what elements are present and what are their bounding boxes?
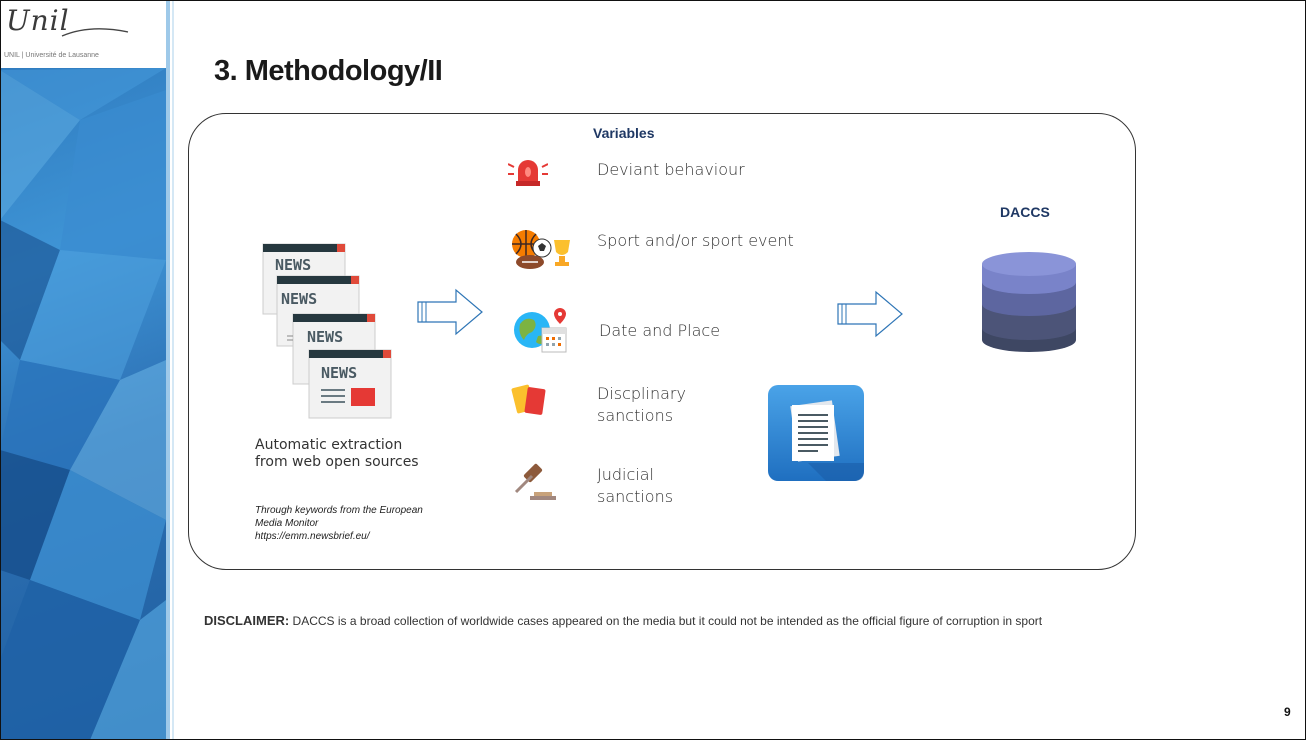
gavel-icon: [514, 463, 556, 500]
disclaimer: DISCLAIMER: DACCS is a broad collection …: [204, 611, 1144, 631]
logo-script: Unil: [6, 4, 70, 37]
documents-icon: [768, 385, 864, 481]
source-caption: Automatic extraction from web open sourc…: [255, 437, 419, 470]
variable-date-place: Date and Place: [599, 321, 721, 340]
svg-text:NEWS: NEWS: [321, 364, 357, 382]
variable-judicial-sanctions: Judicial sanctions: [597, 465, 674, 506]
sports-balls-icon: [512, 230, 570, 269]
disclaimer-label: DISCLAIMER:: [204, 613, 290, 628]
penalty-cards-icon: [511, 384, 546, 415]
side-separator: [166, 0, 170, 740]
arrow-right-icon-2: [837, 290, 903, 338]
variable-disciplinary-sanctions: Discplinary sanctions: [597, 384, 686, 425]
logo-subtitle: UNIL | Université de Lausanne: [4, 52, 99, 59]
variable-deviant-behaviour: Deviant behaviour: [597, 160, 745, 179]
methodology-panel: [188, 113, 1136, 570]
slide-title: 3. Methodology/II: [214, 55, 443, 87]
siren-icon: [508, 160, 548, 186]
polygon-pattern: [0, 68, 166, 740]
decorative-side-band: [0, 0, 166, 740]
svg-text:NEWS: NEWS: [307, 328, 343, 346]
unil-logo: Unil UNIL | Université de Lausanne: [0, 0, 166, 68]
variables-heading: Variables: [593, 125, 655, 141]
news-stack-icon: NEWS NEWS NEWS NEWS: [262, 243, 392, 419]
database-icon: [982, 252, 1076, 352]
svg-text:NEWS: NEWS: [281, 290, 317, 308]
arrow-right-icon: [417, 288, 483, 336]
svg-text:NEWS: NEWS: [275, 256, 311, 274]
logo-swoosh: [61, 28, 129, 37]
globe-calendar-icon: [514, 308, 567, 353]
daccs-label: DACCS: [1000, 204, 1050, 220]
variable-sport-event: Sport and/or sport event: [597, 231, 794, 250]
page-number: 9: [1284, 705, 1291, 719]
source-note: Through keywords from the European Media…: [255, 505, 423, 542]
side-separator-light: [172, 0, 174, 740]
disclaimer-text: DACCS is a broad collection of worldwide…: [289, 614, 1043, 628]
